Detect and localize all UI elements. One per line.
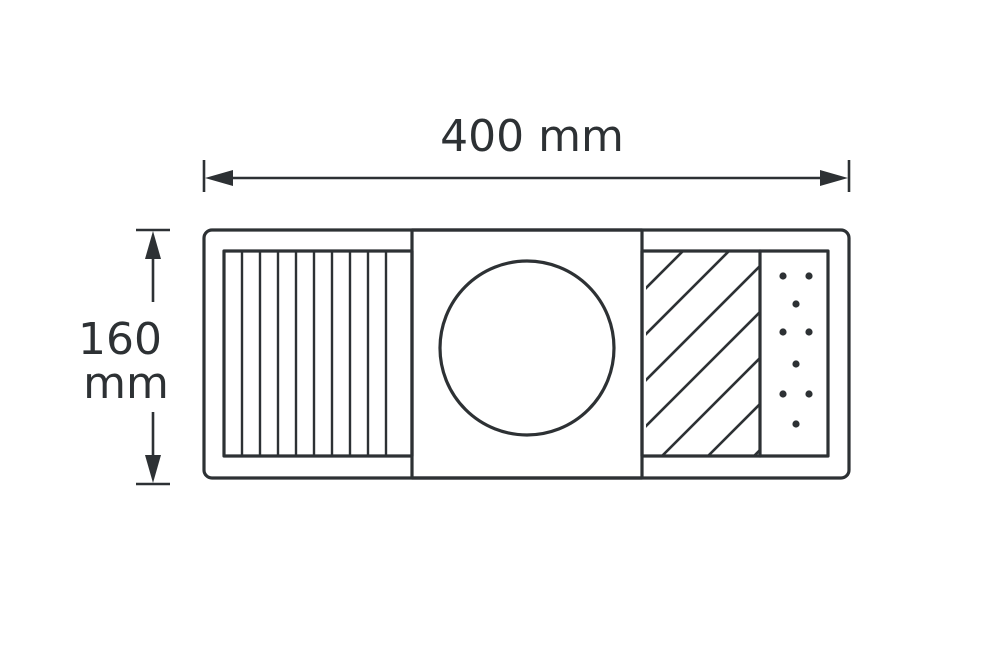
tray bbox=[202, 228, 1000, 480]
diagonal-line bbox=[707, 403, 759, 456]
vertical-slats-section bbox=[222, 249, 414, 458]
dot-icon bbox=[779, 328, 787, 336]
dot-icon bbox=[779, 272, 787, 280]
dotted-panel bbox=[779, 272, 813, 428]
diagonal-line bbox=[646, 252, 730, 336]
diagonal-line bbox=[753, 449, 759, 456]
height-dimension: 160 mm bbox=[78, 228, 170, 486]
dot-icon bbox=[805, 328, 813, 336]
width-arrow-left-icon bbox=[205, 170, 233, 186]
diagonal-line bbox=[646, 265, 759, 382]
dot-icon bbox=[805, 390, 813, 398]
width-dimension: 400 mm bbox=[202, 111, 851, 192]
width-label: 400 mm bbox=[440, 111, 624, 162]
bowl-circle-icon bbox=[438, 259, 616, 437]
vertical-slats-frame bbox=[222, 249, 414, 458]
dot-icon bbox=[779, 390, 787, 398]
diagonal-line bbox=[646, 311, 759, 428]
tray-outer-frame bbox=[202, 228, 851, 480]
diagonal-line bbox=[800, 236, 1000, 456]
round-bowl-section bbox=[410, 228, 644, 480]
right-section-frame bbox=[640, 249, 830, 458]
width-arrow-right-icon bbox=[820, 170, 848, 186]
diagonal-line bbox=[661, 357, 759, 456]
height-unit: mm bbox=[83, 358, 169, 409]
height-value: 160 bbox=[78, 314, 162, 365]
right-section bbox=[432, 236, 1000, 458]
diagonal-grill bbox=[432, 236, 1000, 456]
dot-icon bbox=[792, 360, 800, 368]
diagonal-line bbox=[432, 236, 652, 456]
dot-icon bbox=[805, 272, 813, 280]
vertical-slats bbox=[240, 251, 388, 456]
height-arrow-bottom-icon bbox=[145, 455, 161, 483]
bowl-panel bbox=[410, 228, 644, 480]
diagonal-line bbox=[646, 252, 684, 290]
dot-icon bbox=[792, 420, 800, 428]
height-arrow-top-icon bbox=[145, 231, 161, 259]
dot-icon bbox=[792, 300, 800, 308]
